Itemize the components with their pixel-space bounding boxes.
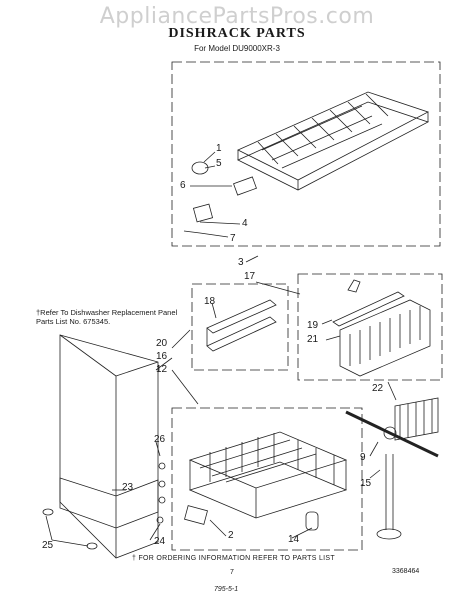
- callout-19: 19: [307, 320, 319, 331]
- callout-9: 9: [360, 452, 366, 463]
- callout-3: 3: [238, 257, 244, 268]
- callout-15: 15: [360, 478, 372, 489]
- part-9-spray-arm: [345, 410, 439, 458]
- model-subtitle: For Model DU9000XR-3: [194, 44, 280, 53]
- part-18-frame: [191, 283, 289, 371]
- part-19-frame: [297, 273, 443, 381]
- callout-12: 12: [156, 364, 168, 375]
- callout-5: 5: [216, 158, 222, 169]
- upper-rack-basket: [237, 91, 430, 191]
- callout-6: 6: [180, 180, 186, 191]
- callout-2: 2: [228, 530, 234, 541]
- handwritten-note: 795-5-1: [214, 586, 239, 593]
- upper-rack-frame: [171, 61, 441, 247]
- callout-21: 21: [307, 334, 319, 345]
- page-number: 7: [230, 569, 234, 576]
- part-15-tower: [376, 454, 402, 540]
- part-2-wheel: [184, 505, 208, 525]
- part-18-bar: [206, 299, 277, 352]
- callout-18: 18: [204, 296, 216, 307]
- callout-26: 26: [154, 434, 166, 445]
- callout-23: 23: [122, 482, 134, 493]
- callout-25: 25: [42, 540, 54, 551]
- part-14-clip: [305, 511, 319, 531]
- document-number: 3368464: [392, 568, 420, 575]
- callout-4: 4: [242, 218, 248, 229]
- replacement-panel-note: †Refer To Dishwasher Replacement Panel P…: [36, 308, 178, 326]
- part-22-basket: [394, 397, 439, 441]
- lower-rack-basket: [188, 431, 348, 519]
- part-5-wheel: [191, 161, 209, 175]
- callout-14: 14: [288, 534, 300, 545]
- callout-7: 7: [230, 233, 236, 244]
- callout-17: 17: [244, 271, 256, 282]
- page-title: DISHRACK PARTS: [168, 26, 306, 41]
- ordering-info-note: † FOR ORDERING INFORMATION REFER TO PART…: [132, 555, 335, 562]
- callout-22: 22: [372, 383, 384, 394]
- callout-16: 16: [156, 351, 168, 362]
- callout-1: 1: [216, 143, 222, 154]
- watermark: AppliancePartsPros.com: [99, 4, 375, 29]
- lower-rack-frame: [171, 407, 363, 551]
- part-19-assembly: [332, 279, 431, 377]
- door-panel: [59, 334, 159, 559]
- callout-24: 24: [154, 536, 166, 547]
- callout-20: 20: [156, 338, 168, 349]
